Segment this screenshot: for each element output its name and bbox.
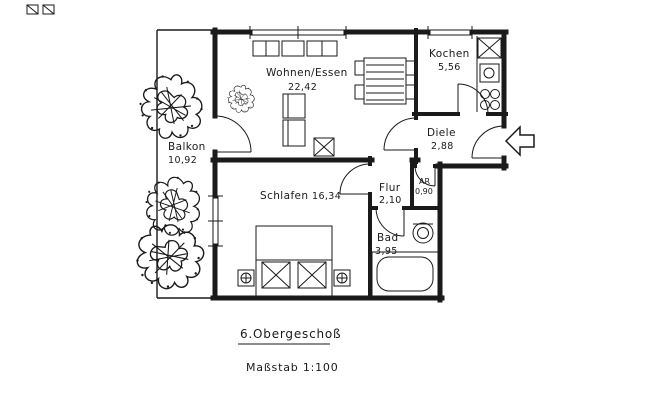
shaft-box — [313, 137, 335, 157]
room-label-diele: Diele — [427, 127, 456, 139]
room-label-bad: Bad — [377, 232, 399, 244]
entry-arrow-icon — [504, 125, 535, 157]
door-living — [383, 117, 417, 151]
room-label-wohnen: Wohnen/Essen — [266, 67, 348, 79]
plan-title: 6.Obergeschoß — [240, 327, 341, 341]
room-label-schlafen: Schlafen — [260, 190, 308, 202]
room-area-ar: 0,90 — [415, 187, 433, 196]
room-area-balkon: 10,92 — [168, 155, 197, 166]
room-label-kochen: Kochen — [429, 48, 470, 60]
bathtub — [371, 251, 439, 297]
dining-table — [354, 57, 416, 105]
kitchen-counter — [476, 36, 502, 112]
plan-scale: Maßstab 1:100 — [246, 361, 339, 374]
room-area-schlafen: 16,34 — [312, 191, 341, 202]
room-area-wohnen: 22,42 — [288, 82, 317, 93]
window-kitchen — [427, 26, 473, 39]
sofa — [282, 93, 306, 147]
room-label-ar: AR — [419, 177, 430, 186]
nightstand-left — [237, 269, 255, 287]
plant-icon — [227, 84, 255, 113]
tree-icon — [138, 74, 204, 139]
sideboard — [252, 40, 338, 57]
tree-icon — [121, 209, 217, 305]
room-area-flur: 2,10 — [379, 195, 402, 206]
window-living — [249, 26, 347, 39]
balcony-outline — [156, 29, 213, 299]
bed — [255, 225, 333, 297]
room-area-kochen: 5,56 — [438, 62, 461, 73]
door-bedroom — [339, 163, 371, 195]
door-storage — [414, 165, 436, 187]
interior-walls — [368, 28, 508, 300]
outer-walls — [210, 27, 509, 303]
room-label-balkon: Balkon — [168, 141, 206, 153]
door-bath — [375, 207, 405, 237]
washbasin — [412, 222, 434, 244]
door-entry — [471, 125, 505, 159]
window-bedroom — [208, 195, 223, 247]
page-marks — [26, 4, 55, 15]
nightstand-right — [333, 269, 351, 287]
door-balcony — [214, 115, 252, 153]
room-area-diele: 2,88 — [431, 141, 454, 152]
room-label-flur: Flur — [379, 182, 401, 194]
tree-icon — [134, 166, 212, 245]
room-area-bad: 3,95 — [375, 246, 398, 257]
